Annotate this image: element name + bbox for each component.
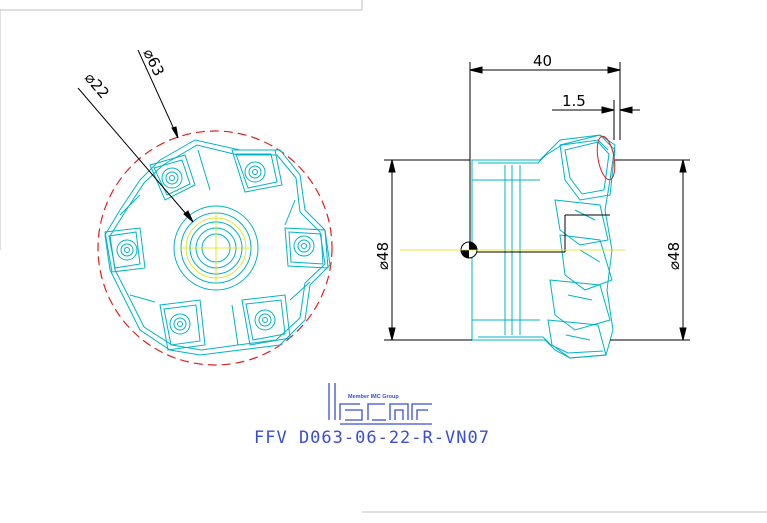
insert-bottom-left [159, 299, 206, 351]
drive-slot [469, 160, 610, 253]
edge-offset-label: 1.5 [562, 92, 586, 110]
overall-length-dimension [469, 62, 621, 160]
shank-diameter-dimension [384, 159, 472, 341]
front-view: ⌀63 ⌀22 [77, 46, 333, 366]
overall-length-label: 40 [533, 52, 552, 70]
cutter-side-head [547, 134, 616, 359]
insert-bottom-right [241, 294, 291, 346]
iscar-logo [328, 383, 432, 425]
head-diameter-dimension [610, 159, 690, 341]
cutter-body [104, 139, 331, 356]
front-leaders [77, 49, 194, 223]
insert-right [284, 227, 329, 269]
logo-tagline: Member IMC Group [348, 394, 399, 400]
outer-diameter-circle [97, 130, 333, 366]
outer-diameter-label: ⌀63 [139, 46, 168, 79]
insert-pockets [104, 149, 329, 351]
shank-diameter-label: ⌀48 [374, 242, 392, 270]
part-number-title: FFV D063-06-22-R-VN07 [254, 428, 490, 448]
insert-top-right [231, 149, 283, 193]
insert-top-left [149, 154, 196, 201]
cutting-edge-highlight [596, 135, 616, 181]
front-center-lines [180, 212, 252, 284]
edge-offset-dimension [552, 100, 640, 140]
head-diameter-label: ⌀48 [665, 242, 683, 270]
side-view: 40 1.5 ⌀48 ⌀48 [374, 52, 690, 359]
insert-left [104, 227, 146, 273]
